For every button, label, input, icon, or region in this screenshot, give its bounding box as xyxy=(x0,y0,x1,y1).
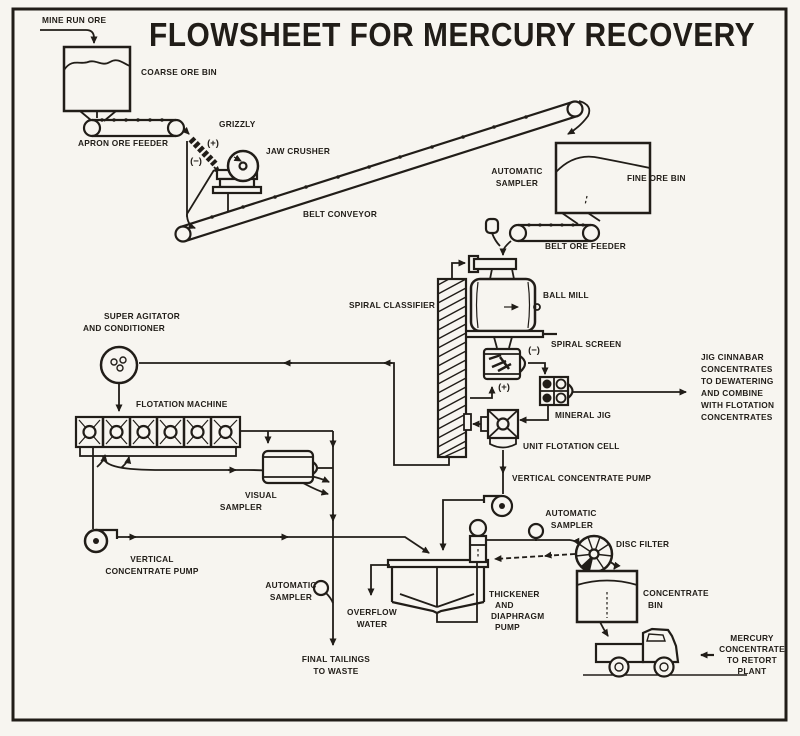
belt-conveyor: BELT CONVEYOR xyxy=(174,100,591,243)
automatic-sampler-top: AUTOMATIC SAMPLER xyxy=(484,166,542,247)
flotation-machine-label: FLOTATION MACHINE xyxy=(136,399,228,409)
jig-concentrates-note: JIG CINNABAR CONCENTRATES TO DEWATERING … xyxy=(701,352,774,422)
mercury-note: MERCURY CONCENTRATE TO RETORT PLANT xyxy=(700,633,785,676)
mineral-jig: MINERAL JIG xyxy=(519,375,687,424)
ball-mill: BALL MILL xyxy=(461,254,589,349)
concentrate-bin: CONCENTRATE BIN xyxy=(575,569,709,637)
jig-note-line-2: CONCENTRATES xyxy=(701,364,773,374)
automatic-sampler-top-label-2: SAMPLER xyxy=(496,178,538,188)
grizzly-label: GRIZZLY xyxy=(219,119,256,129)
automatic-sampler-top-label-1: AUTOMATIC xyxy=(491,166,542,176)
automatic-sampler-mid-label-2: SAMPLER xyxy=(551,520,593,530)
apron-ore-feeder: APRON ORE FEEDER xyxy=(78,118,190,148)
grizzly-minus-label: (−) xyxy=(190,156,202,167)
mercury-note-line-4: PLANT xyxy=(738,666,767,676)
screen-minus-label: (−) xyxy=(528,345,540,356)
belt-feeder-rollers xyxy=(527,223,585,227)
spiral-screen: SPIRAL SCREEN (−) (+) xyxy=(470,339,621,399)
mercury-note-line-1: MERCURY xyxy=(730,633,774,643)
apron-ore-feeder-label: APRON ORE FEEDER xyxy=(78,138,168,148)
page-title: FLOWSHEET FOR MERCURY RECOVERY xyxy=(149,16,755,53)
thickener-label-1: THICKENER xyxy=(489,589,540,599)
unit-flotation-cell: UNIT FLOTATION CELL xyxy=(472,408,620,494)
disc-filter: DISC FILTER xyxy=(494,534,669,574)
screen-plus-label: (+) xyxy=(498,382,510,393)
truck xyxy=(583,627,747,678)
jig-note-line-4: AND COMBINE xyxy=(701,388,763,398)
automatic-sampler-left-label-1: AUTOMATIC xyxy=(265,580,316,590)
thickener-label-2: AND xyxy=(495,600,514,610)
diaphragm-pump xyxy=(468,518,488,564)
concentrate-bin-label-2: BIN xyxy=(648,600,663,610)
mine-run-ore-label: MINE RUN ORE xyxy=(42,15,107,25)
mercury-note-line-3: TO RETORT xyxy=(727,655,777,665)
mine-run-ore-flow: MINE RUN ORE xyxy=(40,15,107,44)
final-tailings-label-2: TO WASTE xyxy=(313,666,358,676)
automatic-sampler-left: AUTOMATIC SAMPLER xyxy=(265,579,334,604)
spiral-classifier-label: SPIRAL CLASSIFIER xyxy=(349,300,435,310)
vertical-concentrate-pump-mid-label: VERTICAL CONCENTRATE PUMP xyxy=(512,473,651,483)
mineral-jig-label: MINERAL JIG xyxy=(555,410,611,420)
automatic-sampler-mid: AUTOMATIC SAMPLER xyxy=(527,508,596,541)
super-agitator-label-2: AND CONDITIONER xyxy=(83,323,165,333)
thickener-label-3: DIAPHRAGM xyxy=(491,611,544,621)
overflow-water-label-2: WATER xyxy=(357,619,388,629)
spiral-classifier: SPIRAL CLASSIFIER xyxy=(349,277,472,459)
fine-ore-bin-label: FINE ORE BIN xyxy=(627,173,686,183)
vertical-concentrate-pump-left-label-1: VERTICAL xyxy=(130,554,174,564)
coarse-ore-bin-label: COARSE ORE BIN xyxy=(141,67,217,77)
disc-filter-label: DISC FILTER xyxy=(616,539,669,549)
classifier-return-line xyxy=(451,259,466,279)
tailings-line: AUTOMATIC SAMPLER FINAL TAILINGS TO WAST… xyxy=(265,431,370,676)
conveyor-rollers xyxy=(210,115,528,219)
spiral-screen-label: SPIRAL SCREEN xyxy=(551,339,621,349)
jaw-crusher: JAW CRUSHER xyxy=(211,146,330,211)
thickener-label-4: PUMP xyxy=(495,622,520,632)
vertical-concentrate-pump-left-label-2: CONCENTRATE PUMP xyxy=(105,566,198,576)
automatic-sampler-left-label-2: SAMPLER xyxy=(270,592,312,602)
vertical-concentrate-pump-mid: VERTICAL CONCENTRATE PUMP xyxy=(439,473,651,551)
super-agitator-conditioner: SUPER AGITATOR AND CONDITIONER xyxy=(83,311,180,412)
grizzly-plus-label: (+) xyxy=(207,138,219,149)
fine-ore-bin: FINE ORE BIN xyxy=(554,141,686,225)
concentrate-bin-label-1: CONCENTRATE xyxy=(643,588,709,598)
classifier-overflow-line xyxy=(139,359,450,466)
automatic-sampler-mid-label-1: AUTOMATIC xyxy=(545,508,596,518)
jig-note-line-6: CONCENTRATES xyxy=(701,412,773,422)
belt-ore-feeder-label: BELT ORE FEEDER xyxy=(545,241,626,251)
jig-note-line-5: WITH FLOTATION xyxy=(701,400,774,410)
belt-conveyor-label: BELT CONVEYOR xyxy=(303,209,377,219)
mercury-note-line-2: CONCENTRATE xyxy=(719,644,785,654)
thickener: OVERFLOW WATER THICKENER AND DIAPHRAGM P… xyxy=(347,518,570,632)
apron-feeder-rollers xyxy=(100,118,164,122)
jaw-crusher-label: JAW CRUSHER xyxy=(266,146,330,156)
belt-ore-feeder: BELT ORE FEEDER xyxy=(499,223,626,256)
vertical-concentrate-pump-left: VERTICAL CONCENTRATE PUMP xyxy=(83,528,430,576)
visual-sampler: VISUAL SAMPLER xyxy=(220,431,333,512)
visual-sampler-label-2: SAMPLER xyxy=(220,502,262,512)
coarse-ore-bin: COARSE ORE BIN xyxy=(62,45,217,122)
flotation-machine: FLOTATION MACHINE xyxy=(74,399,333,529)
jig-note-line-3: TO DEWATERING xyxy=(701,376,774,386)
super-agitator-label-1: SUPER AGITATOR xyxy=(104,311,180,321)
ball-mill-label: BALL MILL xyxy=(543,290,589,300)
overflow-water-label-1: OVERFLOW xyxy=(347,607,397,617)
jig-note-line-1: JIG CINNABAR xyxy=(701,352,764,362)
visual-sampler-label-1: VISUAL xyxy=(245,490,277,500)
final-tailings-label-1: FINAL TAILINGS xyxy=(302,654,370,664)
frame xyxy=(11,7,788,722)
unit-flotation-cell-label: UNIT FLOTATION CELL xyxy=(523,441,620,451)
